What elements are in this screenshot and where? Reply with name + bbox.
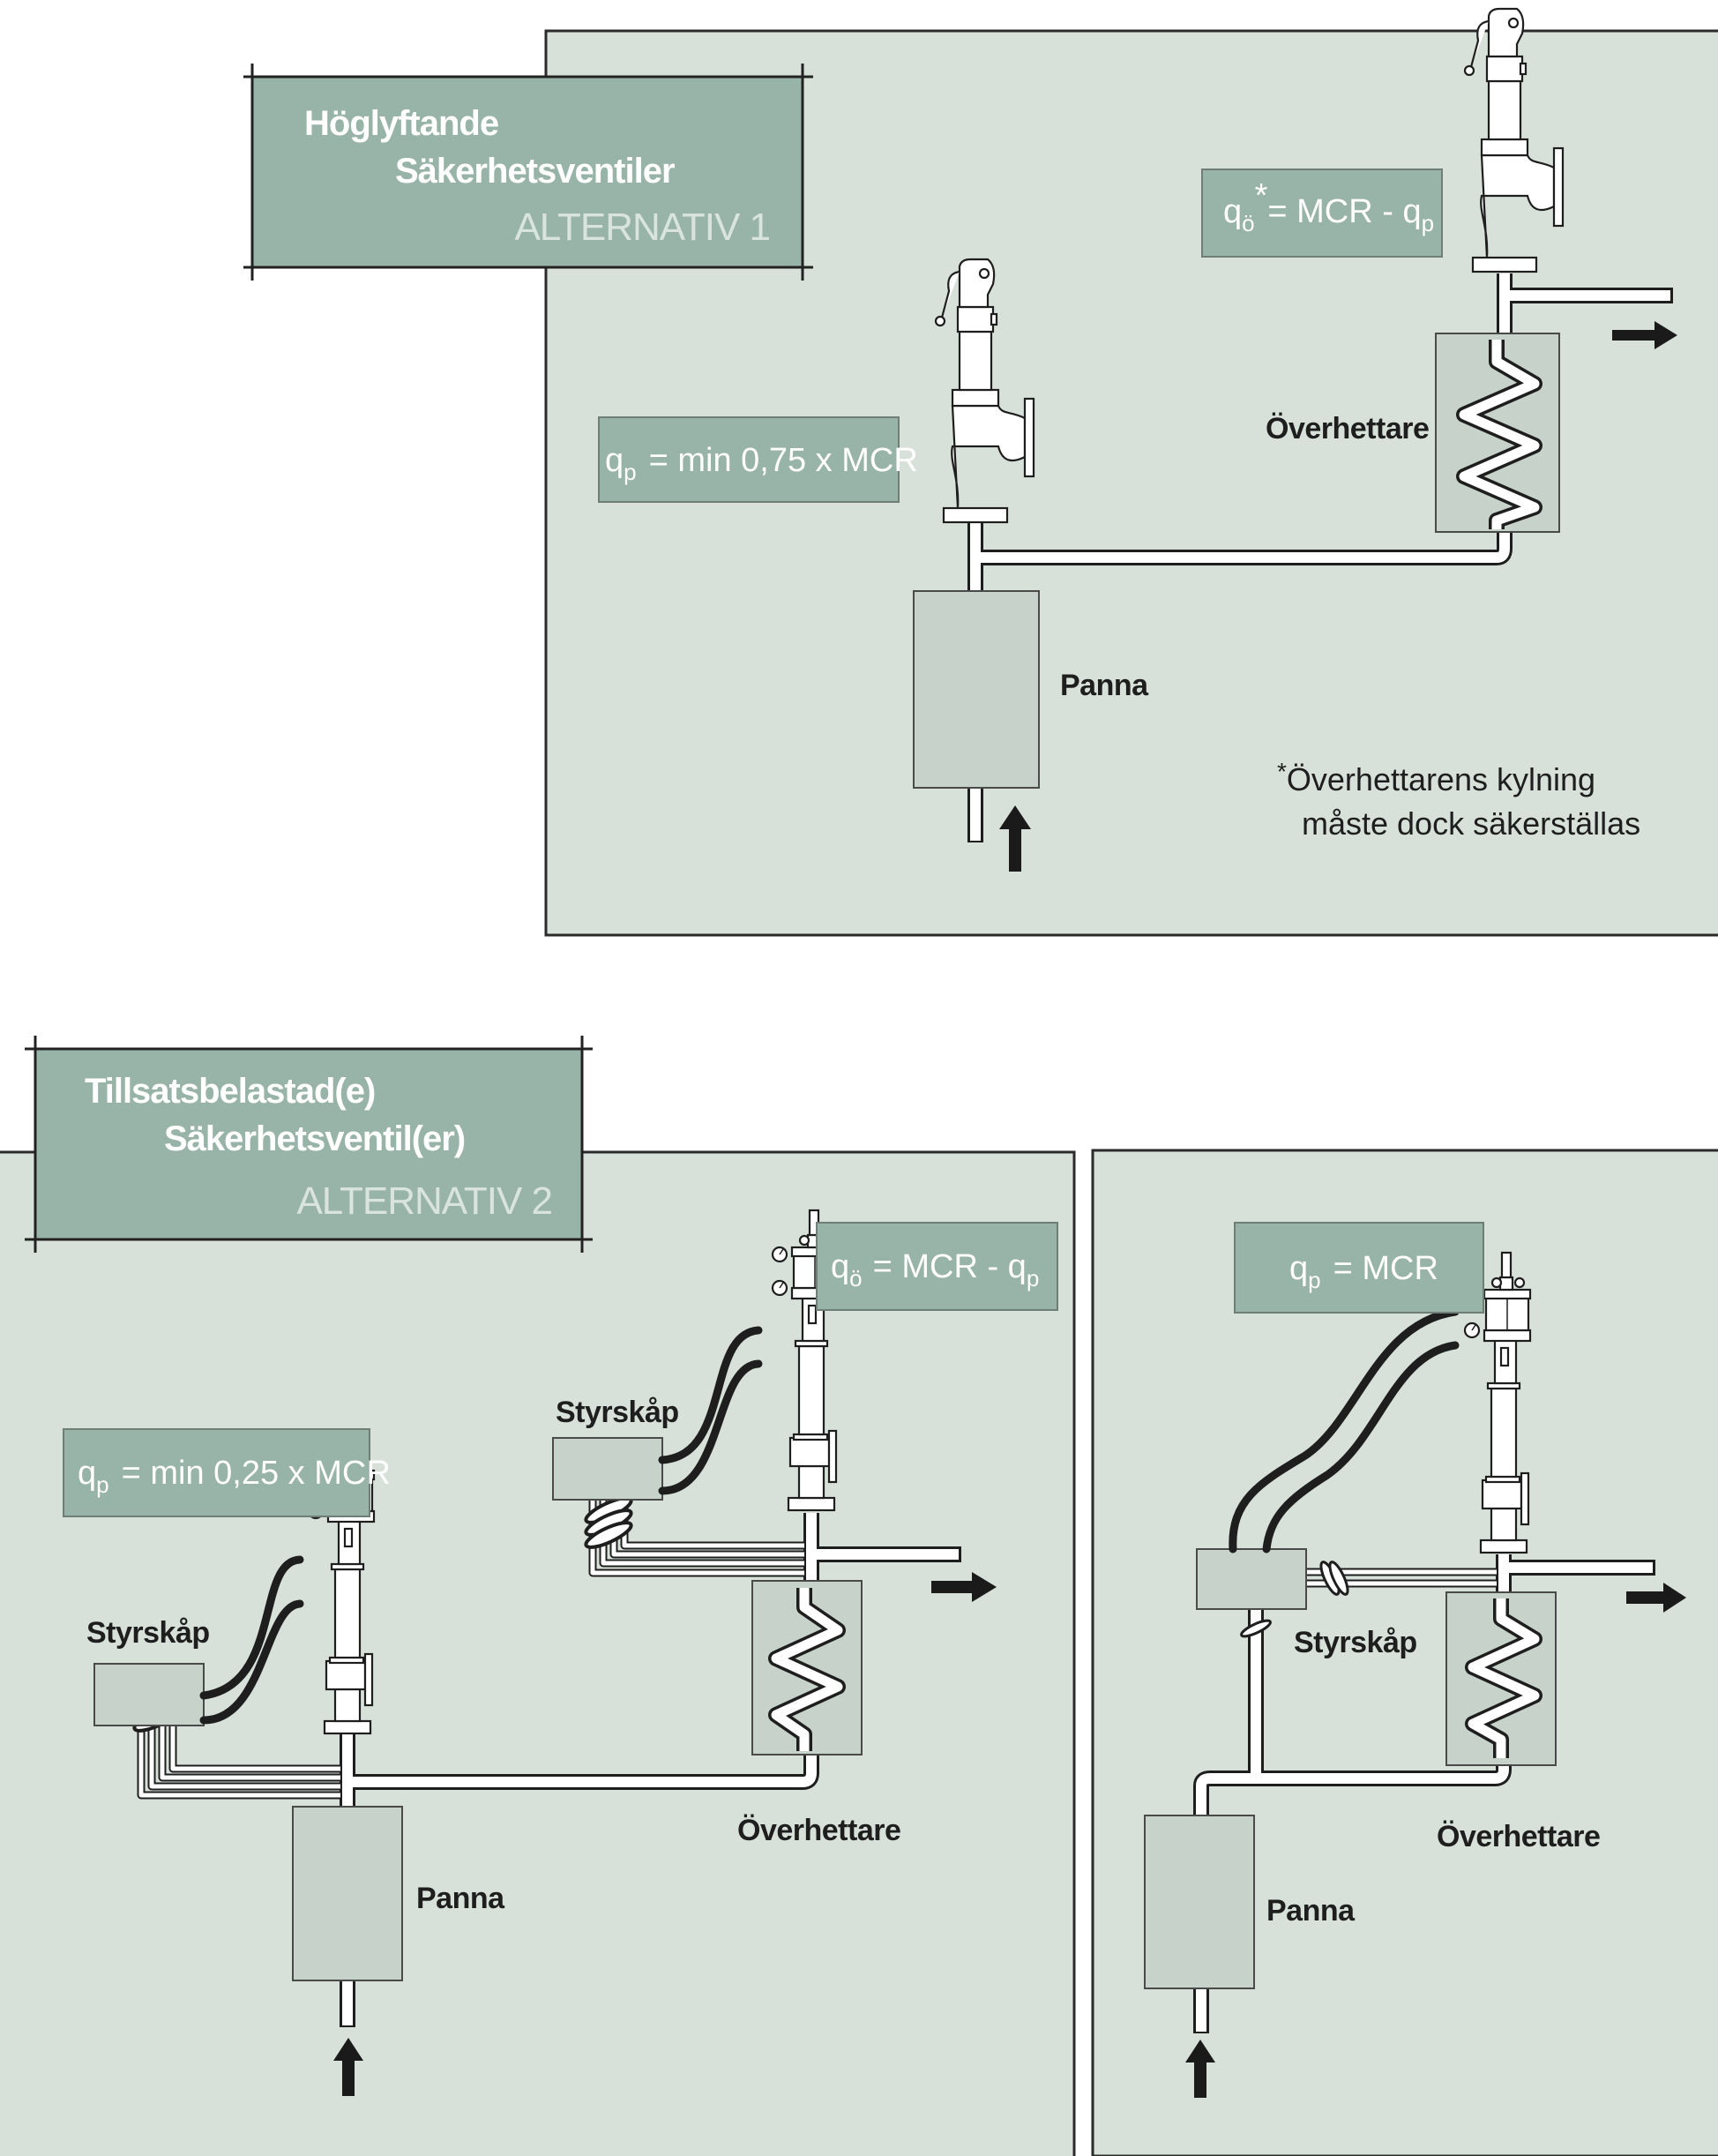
formula-rhs-subscript: p xyxy=(1422,210,1434,236)
footnote-line-1: *Överhettarens kylning xyxy=(1277,758,1595,797)
formula-symbol: q xyxy=(78,1455,96,1492)
control-hose xyxy=(658,1326,763,1464)
formula-boiler: qp = min 0,75 x MCR xyxy=(598,416,918,503)
title-line-1: Höglyftande xyxy=(304,104,498,143)
title-line-2: Säkerhetsventiler xyxy=(395,152,675,191)
formula-superheater: qö*= MCR - qp xyxy=(1201,168,1443,258)
control-cabinet-label: Styrskåp xyxy=(556,1396,679,1429)
formula-rhs-subscript: p xyxy=(1027,1265,1039,1291)
coil-icon xyxy=(1468,1598,1540,1758)
header-alternativ-1: Höglyftande Säkerhetsventiler ALTERNATIV… xyxy=(243,64,813,281)
formula-rhs: = MCR xyxy=(1333,1250,1438,1287)
control-cabinet-box xyxy=(1196,1548,1307,1610)
control-hose xyxy=(1262,1341,1460,1553)
formula-rhs: = min 0,25 x MCR xyxy=(122,1455,391,1492)
superheater xyxy=(1445,1591,1557,1766)
panel-alternativ-2: Tillsatsbelastad(e) Säkerhetsventil(er) … xyxy=(0,1036,1076,2156)
footnote-mark: * xyxy=(1277,758,1287,785)
footnote-text-1: Överhettarens kylning xyxy=(1287,761,1595,797)
formula-superheater: qö = MCR - qp xyxy=(816,1222,1058,1311)
panel-alternativ-1: Höglyftande Säkerhetsventiler ALTERNATIV… xyxy=(243,7,1718,937)
formula-subscript: p xyxy=(1308,1267,1320,1293)
formula-boiler: qp = min 0,25 x MCR xyxy=(63,1428,391,1517)
svg-text:qö*= MCR - qp: qö*= MCR - qp xyxy=(1223,177,1434,236)
svg-text:qp= MCR: qp = MCR xyxy=(1289,1250,1438,1293)
outflow-arrow-icon xyxy=(931,1572,997,1602)
coil-wrap-icon xyxy=(1240,1561,1349,1638)
panel-background xyxy=(0,1150,1076,2156)
footnote-line-2: måste dock säkerställas xyxy=(1302,805,1640,842)
formula-rhs: = MCR - q xyxy=(1267,193,1421,230)
formula-subscript: p xyxy=(96,1471,108,1498)
header-alternativ-2: Tillsatsbelastad(e) Säkerhetsventil(er) … xyxy=(25,1036,593,1253)
alternative-label: ALTERNATIV 1 xyxy=(514,206,770,249)
boiler-label: Panna xyxy=(1266,1894,1356,1928)
formula-subscript: ö xyxy=(849,1265,862,1291)
formula-symbol: q xyxy=(1289,1250,1308,1287)
boiler-label: Panna xyxy=(1060,669,1149,702)
svg-text:qp= min 0,25 x MCR: qp = min 0,25 x MCR xyxy=(78,1455,391,1498)
formula-symbol: q xyxy=(605,442,624,479)
boiler-box xyxy=(292,1806,403,1981)
formula-superscript: * xyxy=(1255,177,1268,214)
formula-full: qp = MCR xyxy=(1234,1222,1484,1314)
formula-symbol: q xyxy=(831,1248,849,1285)
title-line-1: Tillsatsbelastad(e) xyxy=(85,1072,375,1111)
inflow-arrow-icon xyxy=(333,2038,363,2096)
header-box xyxy=(252,77,803,267)
control-hose xyxy=(1229,1307,1460,1553)
formula-rhs: = MCR - q xyxy=(873,1248,1027,1285)
header-box xyxy=(35,1049,582,1239)
superheater-label: Överhettare xyxy=(1266,412,1429,445)
boiler-box xyxy=(913,590,1040,789)
formula-symbol: q xyxy=(1223,193,1242,230)
coil-icon xyxy=(1459,340,1540,529)
inflow-arrow-icon xyxy=(1185,2040,1215,2098)
svg-text:qp= min 0,75 x MCR: qp = min 0,75 x MCR xyxy=(605,442,918,485)
title-line-2: Säkerhetsventil(er) xyxy=(164,1119,465,1158)
control-cabinet-box xyxy=(93,1663,205,1726)
control-hose xyxy=(199,1555,304,1700)
inflow-arrow-icon xyxy=(999,805,1031,872)
superheater xyxy=(1435,333,1560,533)
control-hose xyxy=(199,1599,304,1725)
superheater-label: Överhettare xyxy=(737,1814,900,1847)
alternative-label: ALTERNATIV 2 xyxy=(296,1179,552,1223)
boiler-box xyxy=(1144,1815,1255,1989)
formula-subscript: p xyxy=(624,459,636,485)
control-hose xyxy=(658,1359,763,1495)
superheater xyxy=(751,1580,863,1755)
panel-alternativ-2b: Panna Överhettare Styrskåp qp = MCR xyxy=(1091,1149,1718,2156)
coil-icon xyxy=(771,1588,843,1751)
formula-subscript: ö xyxy=(1242,210,1254,236)
control-cabinet-box xyxy=(552,1437,663,1501)
outflow-arrow-icon xyxy=(1626,1583,1686,1613)
outflow-arrow-icon xyxy=(1612,321,1677,349)
control-cabinet-label: Styrskåp xyxy=(86,1616,210,1650)
control-cabinet-label: Styrskåp xyxy=(1294,1626,1417,1659)
svg-text:qö= MCR - qp: qö = MCR - qp xyxy=(831,1248,1039,1291)
formula-rhs: = min 0,75 x MCR xyxy=(649,442,918,479)
superheater-label: Överhettare xyxy=(1437,1820,1600,1853)
boiler-label: Panna xyxy=(416,1882,505,1915)
